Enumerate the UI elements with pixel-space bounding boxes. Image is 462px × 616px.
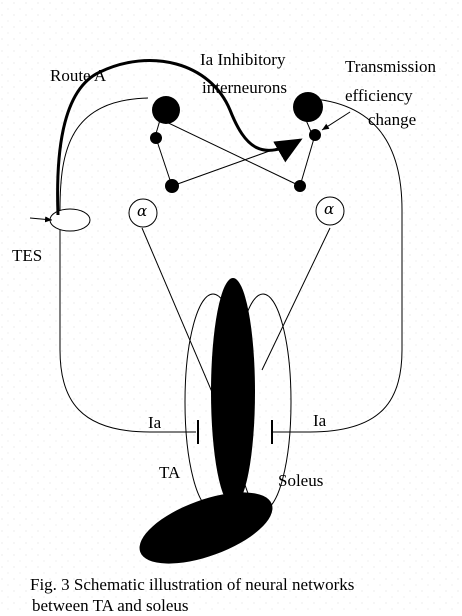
- left-lower-synapse: [165, 179, 179, 193]
- ia-inhibitory-label: Ia Inhibitory: [200, 51, 285, 68]
- efficiency-label: efficiency: [345, 87, 413, 104]
- right-lower-synapse: [294, 180, 306, 192]
- change-label: change: [368, 111, 416, 128]
- tes-stimulation-site: [50, 209, 90, 231]
- right-small-synapse: [309, 129, 321, 141]
- ia-right-label: Ia: [313, 412, 326, 429]
- tes-label: TES: [12, 247, 42, 264]
- right-ia-interneuron: [293, 92, 323, 122]
- ia-left-label: Ia: [148, 414, 161, 431]
- transmission-label: Transmission: [345, 58, 436, 75]
- left-small-synapse: [150, 132, 162, 144]
- alpha-left-label: α: [137, 204, 147, 219]
- caption-line-1: Fig. 3 Schematic illustration of neural …: [30, 574, 455, 595]
- route-a-label: Route A: [50, 67, 106, 84]
- figure-caption: Fig. 3 Schematic illustration of neural …: [30, 574, 455, 616]
- interneurons-label: interneurons: [202, 79, 287, 96]
- left-ia-interneuron: [152, 96, 180, 124]
- ta-label: TA: [159, 464, 180, 481]
- central-muscle-body: [211, 278, 255, 506]
- alpha-right-label: α: [324, 202, 334, 217]
- soleus-label: Soleus: [278, 472, 323, 489]
